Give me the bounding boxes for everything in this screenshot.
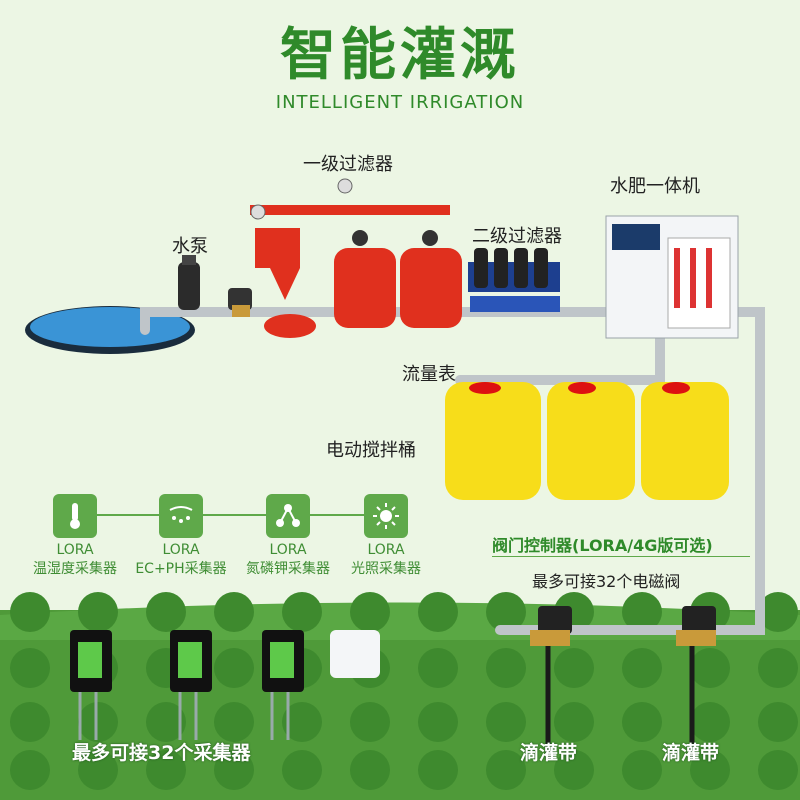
secondary-filter-label: 二级过滤器	[472, 226, 562, 247]
crop-bush	[622, 702, 662, 742]
crop-bush	[758, 702, 798, 742]
sensor-name-label: 光照采集器	[351, 561, 421, 577]
crop-bush	[418, 648, 458, 688]
crop-bush	[554, 702, 594, 742]
crop-bush	[622, 592, 662, 632]
page-subtitle: INTELLIGENT IRRIGATION	[275, 92, 525, 113]
sensor-type-label: LORA	[162, 542, 200, 558]
crop-bush	[486, 702, 526, 742]
crop-bush	[690, 648, 730, 688]
sensor-name-label: EC+PH采集器	[135, 561, 227, 577]
crop-bush	[282, 702, 322, 742]
collectors-max-label: 最多可接32个采集器	[72, 742, 251, 764]
crop-bush	[10, 702, 50, 742]
crop-bush	[350, 750, 390, 790]
water-drops-icon	[159, 494, 203, 538]
pump-label: 水泵	[172, 236, 208, 257]
crop-bush	[486, 750, 526, 790]
sensor-type-label: LORA	[56, 542, 94, 558]
primary-filter	[250, 178, 462, 338]
valve-controller-label: 阀门控制器(LORA/4G版可选)	[492, 536, 713, 555]
crop-bush	[78, 592, 118, 632]
thermometer-icon	[53, 494, 97, 538]
sensor-name-label: 温湿度采集器	[33, 561, 117, 577]
crop-bush	[758, 750, 798, 790]
crop-bush	[10, 592, 50, 632]
sensor-type-label: LORA	[269, 542, 307, 558]
crop-bush	[418, 592, 458, 632]
crop-bush	[350, 592, 390, 632]
mixing-tank-label: 电动搅拌桶	[326, 440, 416, 461]
solenoid-valves	[530, 606, 716, 760]
valve-divider	[492, 556, 750, 557]
crop-bush	[554, 648, 594, 688]
crop-bush	[78, 750, 118, 790]
crop-bush	[282, 592, 322, 632]
crop-bush	[10, 648, 50, 688]
crop-bush	[486, 592, 526, 632]
sensor-temp-humidity: LORA 温湿度采集器	[27, 494, 123, 578]
valve-max-label: 最多可接32个电磁阀	[532, 572, 681, 591]
crop-bush	[690, 702, 730, 742]
primary-filter-label: 一级过滤器	[303, 154, 393, 175]
crop-bush	[622, 750, 662, 790]
drip-tape-left-label: 滴灌带	[520, 742, 578, 764]
crop-bush	[146, 702, 186, 742]
crop-bush	[214, 648, 254, 688]
crop-bush	[622, 648, 662, 688]
sensor-ec-ph: LORA EC+PH采集器	[133, 494, 229, 578]
sensor-type-label: LORA	[367, 542, 405, 558]
field-collectors	[70, 630, 380, 740]
sensor-name-label: 氮磷钾采集器	[246, 561, 330, 577]
water-pump	[178, 255, 252, 317]
crop-bush	[282, 750, 322, 790]
crop-bush	[554, 750, 594, 790]
crop-bush	[418, 750, 458, 790]
crop-bush	[78, 702, 118, 742]
crop-bush	[146, 750, 186, 790]
sensor-light: LORA 光照采集器	[338, 494, 434, 578]
secondary-filter	[468, 248, 560, 312]
drip-tape-right-label: 滴灌带	[662, 742, 720, 764]
crop-bush	[214, 702, 254, 742]
crop-bush	[758, 648, 798, 688]
crop-bush	[214, 750, 254, 790]
crop-bush	[486, 648, 526, 688]
crop-bush	[418, 702, 458, 742]
fertigation-machine-label: 水肥一体机	[610, 176, 700, 197]
fertigation-machine	[605, 215, 739, 339]
crop-bush	[214, 592, 254, 632]
crop-bush	[10, 750, 50, 790]
crop-bush	[350, 702, 390, 742]
flow-meter-label: 流量表	[402, 364, 456, 385]
crop-bush	[690, 750, 730, 790]
crop-bush	[758, 592, 798, 632]
mixing-tanks	[445, 382, 729, 500]
crop-bush	[146, 592, 186, 632]
sensor-npk: LORA 氮磷钾采集器	[240, 494, 336, 578]
molecule-icon	[266, 494, 310, 538]
page-title: 智能灌溉	[280, 23, 520, 88]
sun-icon	[364, 494, 408, 538]
